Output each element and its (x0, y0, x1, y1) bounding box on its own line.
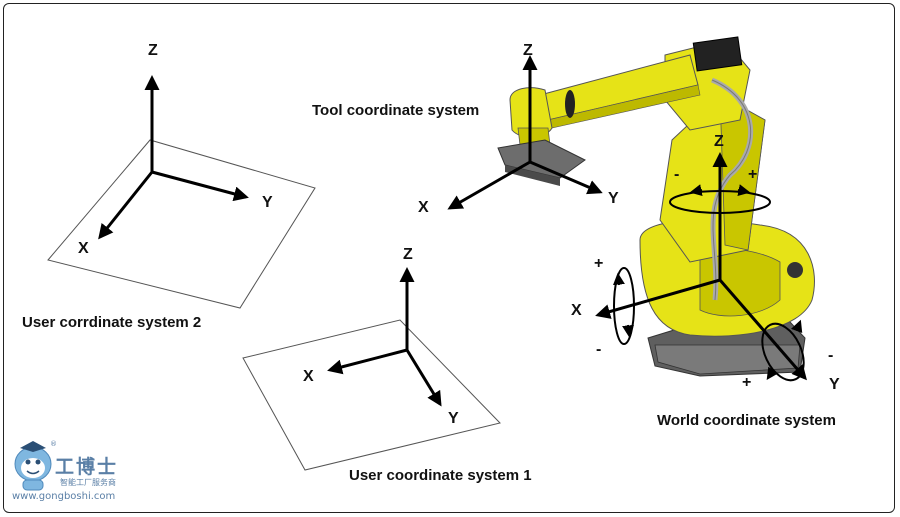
logo-url: www.gongboshi.com (12, 491, 116, 502)
world-x-axis (595, 278, 721, 319)
tool-z-label: Z (523, 42, 533, 59)
world-z-plus: + (748, 166, 758, 183)
user-system-2 (47, 75, 316, 309)
user1-z-label: Z (403, 246, 413, 263)
tool-caption: Tool coordinate system (312, 102, 480, 119)
logo-brand-name: 工博士 (55, 456, 119, 478)
world-x-rotation (613, 267, 635, 345)
world-y-label: Y (829, 376, 840, 393)
world-z-rotation (669, 190, 771, 214)
world-y-minus: - (828, 347, 834, 364)
world-x-plus: + (594, 255, 604, 272)
world-y-rotation (761, 322, 805, 382)
world-y-plus: + (742, 374, 752, 391)
user-plane-1 (242, 319, 501, 471)
tool-system (447, 55, 603, 210)
registered-mark: ® (50, 440, 57, 448)
user1-x-axis (327, 348, 408, 375)
user2-y-axis (151, 170, 249, 202)
user2-x-axis (98, 171, 154, 240)
world-z-label: Z (714, 133, 724, 150)
tool-x-axis (447, 160, 531, 210)
tool-x-label: X (418, 199, 429, 216)
world-x-minus: - (596, 341, 602, 358)
robot-arm (497, 36, 815, 377)
world-x-label: X (571, 302, 582, 319)
world-z-minus: - (674, 166, 680, 183)
user1-x-label: X (303, 368, 314, 385)
user1-caption: User coordinate system 1 (349, 467, 532, 484)
logo-tagline: 智能工厂服务商 (60, 478, 116, 487)
world-y-axis (718, 279, 807, 381)
user2-x-label: X (78, 240, 89, 257)
user-system-1 (242, 267, 501, 471)
tool-y-axis (529, 160, 603, 195)
gongboshi-logo: ® (14, 440, 57, 491)
world-system (595, 152, 807, 382)
user2-caption: User corrdinate system 2 (22, 314, 202, 331)
user2-y-label: Y (262, 194, 273, 211)
user1-y-label: Y (448, 410, 459, 427)
user-plane-2 (47, 139, 316, 309)
world-caption: World coordinate system (657, 412, 836, 429)
tool-y-label: Y (608, 190, 619, 207)
user2-z-label: Z (148, 42, 158, 59)
user1-y-axis (405, 349, 442, 407)
